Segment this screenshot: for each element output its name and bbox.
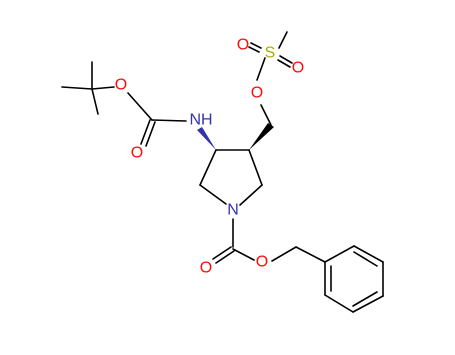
bond-sulfur-to-methyl: [278, 31, 288, 49]
bond-phenyl-2: [324, 294, 354, 313]
atom-label-ring-nitrogen: N: [227, 202, 239, 219]
bond-phenyl-inner-3: [353, 251, 378, 267]
bond-cbz-carbonyl-double-a: [212, 246, 232, 260]
bond-phenyl-6: [324, 245, 355, 263]
wedge-bond-c4-to-ch2: [249, 123, 274, 150]
bond-ether-oxygen-to-benzyl-ch2: [271, 246, 297, 262]
atom-label-cbz-ether-oxygen: O: [256, 254, 268, 271]
atom-label-cbz-carbonyl-oxygen: O: [200, 260, 212, 277]
bond-ring-c5-c4: [248, 149, 263, 186]
bond-phenyl-3: [352, 295, 384, 313]
bond-tbu-methyl-bottom: [91, 88, 99, 115]
atom-label-mesyl-double-oxygen-1: O: [237, 37, 249, 54]
bond-boc-oxygen-to-carbonyl-carbon: [127, 92, 153, 121]
atom-label-sulfur: S: [265, 45, 276, 62]
bond-sulfur-oxygen-upper-a: [250, 42, 262, 49]
wedge-layer: [197, 123, 274, 150]
bond-ring-n-c5: [239, 184, 263, 206]
bond-tbu-methyl-left: [61, 86, 93, 90]
bond-tbu-to-oxygen: [91, 86, 115, 90]
bond-sulfur-oxygen-upper-b: [248, 46, 260, 53]
bond-boc-carbonyl-double-b: [145, 121, 156, 147]
bond-layer: [61, 31, 384, 313]
bond-ring-c2-n: [199, 184, 227, 205]
bond-ring-c3-c2: [199, 149, 217, 186]
bond-benzyl-ch2-to-phenyl: [295, 246, 326, 263]
bond-boc-carbon-to-nh: [151, 119, 187, 122]
bond-phenyl-5: [353, 245, 384, 263]
bond-ester-oxygen-to-sulfur: [256, 57, 266, 81]
atom-label-boc-ether-oxygen: O: [115, 77, 127, 94]
bond-phenyl-inner-2: [352, 291, 378, 307]
bond-sulfur-oxygen-lower-a: [279, 55, 293, 64]
bond-cbz-carbonyl-double-b: [215, 250, 235, 264]
bond-cbz-carbon-to-ether-oxygen: [232, 248, 255, 261]
atom-label-boc-carbonyl-oxygen: O: [131, 145, 143, 162]
wedge-bond-c3-to-nh: [197, 127, 216, 150]
atom-label-mesyl-double-oxygen-2: O: [292, 60, 304, 77]
bond-ch2-to-ester-oxygen: [260, 104, 272, 126]
atom-label-layer: O S O O O NH O N O O: [115, 37, 304, 277]
bond-boc-carbonyl-double-a: [140, 119, 151, 145]
atom-label-boc-nh: NH: [189, 112, 212, 129]
atom-label-mesyl-ester-oxygen: O: [251, 85, 263, 102]
bond-sulfur-oxygen-lower-b: [277, 59, 291, 68]
